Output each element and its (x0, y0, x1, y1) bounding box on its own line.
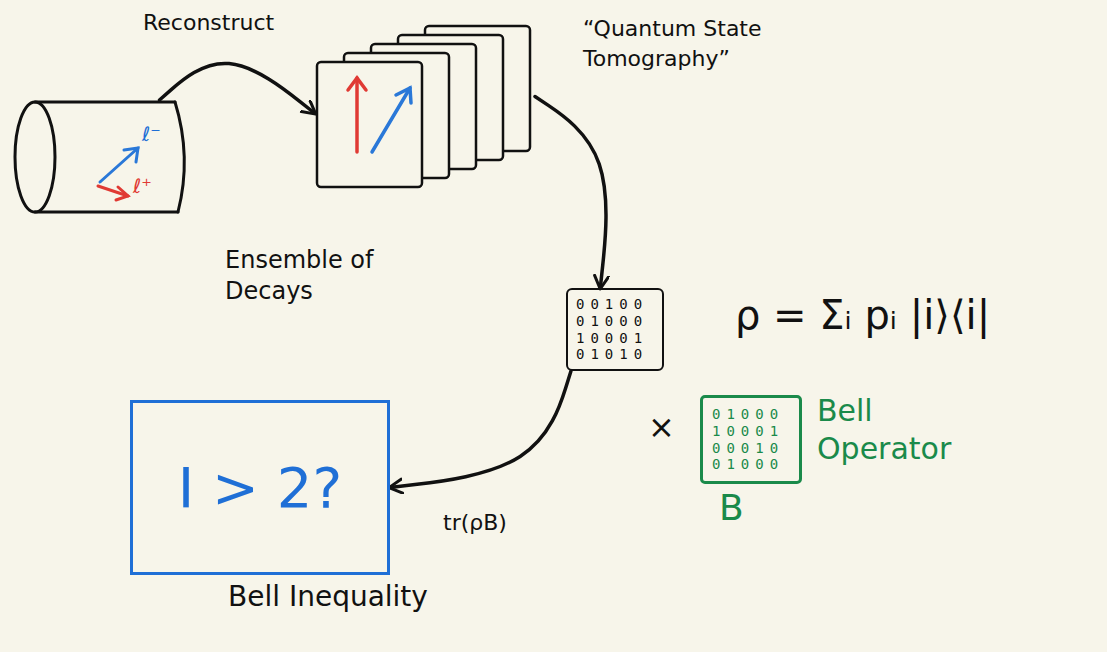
density-formula: ρ = Σᵢ pᵢ |i⟩⟨i| (735, 292, 990, 338)
lepton-label: ℓ⁻ (142, 122, 161, 146)
inequality-box: I > 2?Bell Inequality (130, 400, 390, 575)
decay-ensemble: Ensemble of Decays (315, 20, 535, 190)
operator-symbol: B (719, 487, 744, 528)
lepton-arrows (98, 148, 138, 200)
density-matrix: 00100 01000 10001 01010 (566, 288, 664, 371)
bell-operator-matrix: 01000 10001 00010 01000Bell OperatorB (700, 395, 802, 484)
ensemble-heading: Ensemble of Decays (225, 245, 385, 307)
step-label: tr(ρB) (440, 510, 510, 535)
detector-cylinder: ℓ⁻ ℓ⁺ (15, 100, 185, 215)
matrix-entries: 00100 01000 10001 01010 (576, 296, 654, 363)
step-label: “Quantum State Tomography” (580, 14, 826, 73)
step-label: Reconstruct (140, 10, 277, 35)
operator-heading: Bell Operator (817, 392, 977, 467)
matrix-entries: 01000 10001 00010 01000 (712, 406, 790, 473)
detector-cylinder (15, 102, 184, 212)
flow-arrow (160, 63, 316, 113)
times-sign: × (648, 408, 675, 446)
flow-arrow (390, 371, 571, 487)
lepton-label: ℓ⁺ (133, 174, 152, 198)
spin-arrows (348, 78, 411, 152)
flow-arrow (535, 97, 606, 289)
card-stack (317, 26, 530, 187)
inequality-test: I > 2? (178, 455, 342, 520)
inequality-heading: Bell Inequality (228, 580, 428, 613)
